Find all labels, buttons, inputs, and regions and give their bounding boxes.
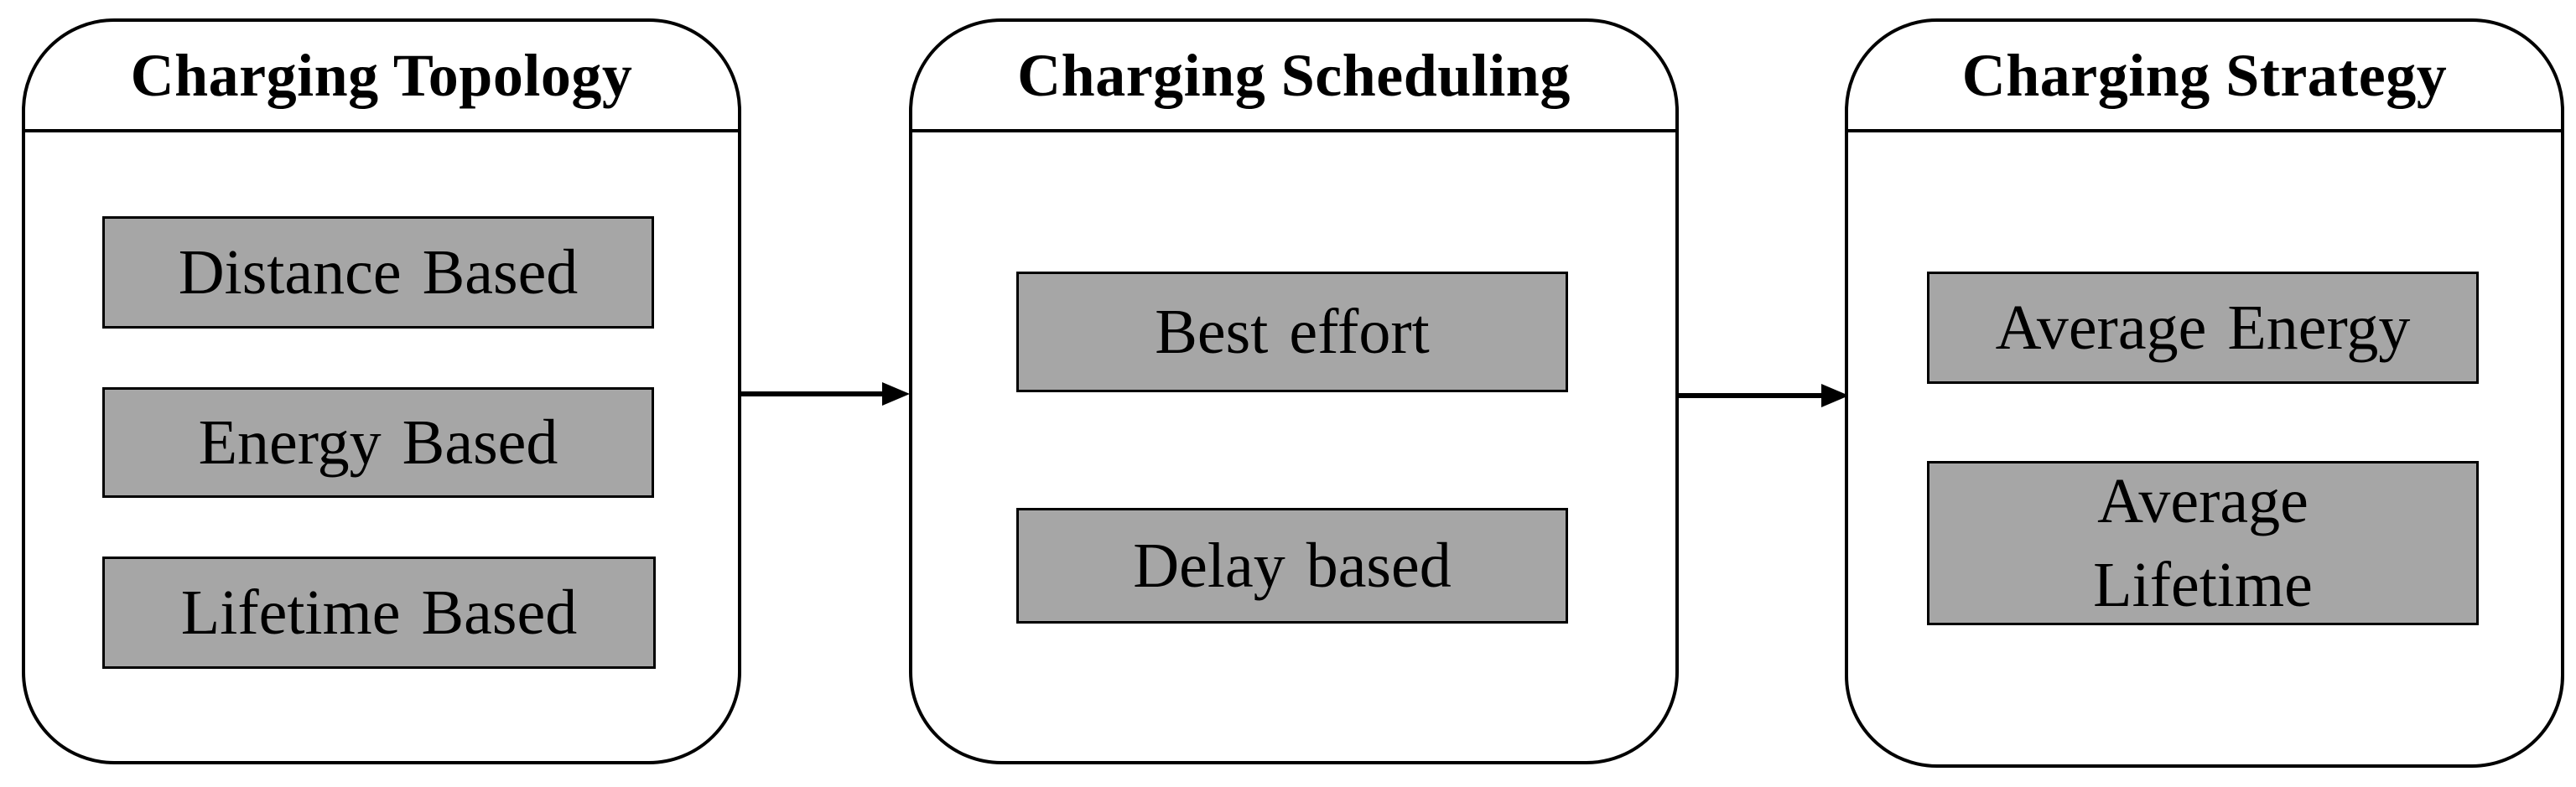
arrow-topology-to-scheduling [738,382,910,406]
box-lifetime-based: Lifetime Based [102,557,656,669]
panel-title: Charging Strategy [1848,22,2561,132]
panel-title: Charging Topology [25,22,738,132]
box-average-energy: Average Energy [1927,272,2479,384]
panel-title: Charging Scheduling [912,22,1675,132]
arrow-scheduling-to-strategy [1677,384,1849,407]
box-average-lifetime: Average Lifetime [1927,461,2479,625]
box-distance-based: Distance Based [102,216,654,329]
box-energy-based: Energy Based [102,387,654,498]
box-best-effort: Best effort [1016,272,1568,392]
panel-charging-strategy: Charging Strategy [1845,18,2564,768]
box-delay-based: Delay based [1016,508,1568,624]
